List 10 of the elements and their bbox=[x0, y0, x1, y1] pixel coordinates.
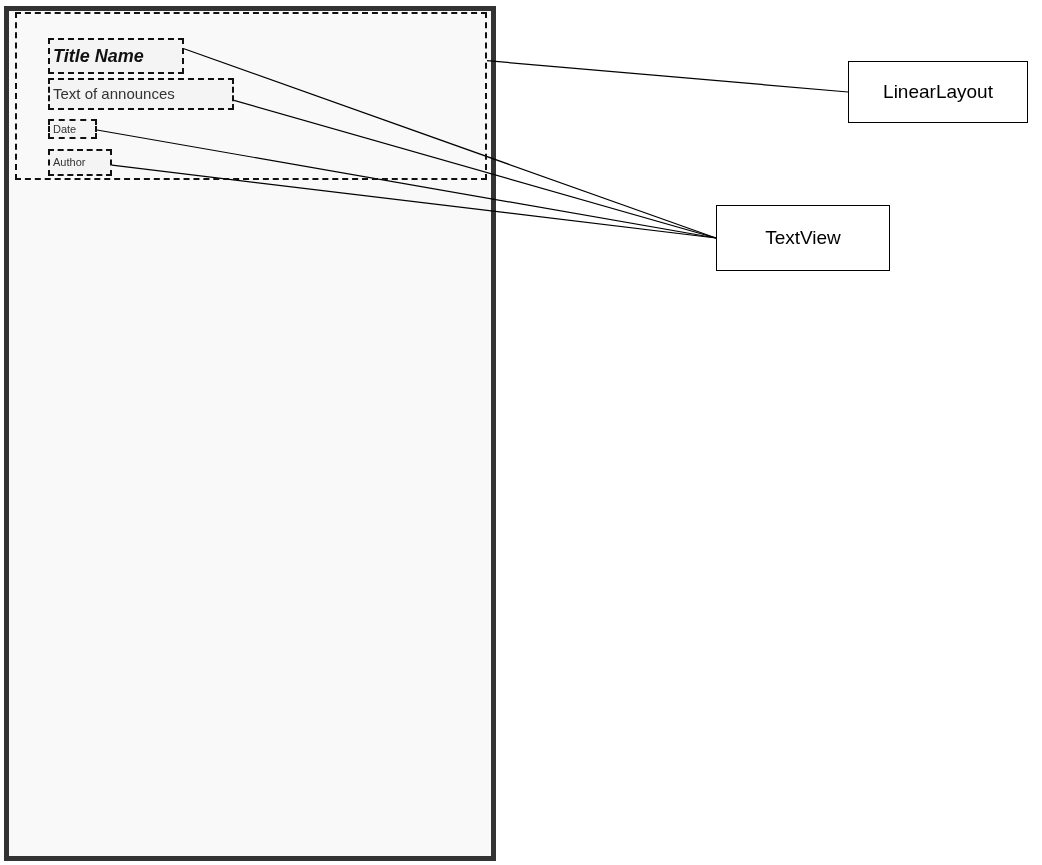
dashed-frame bbox=[15, 12, 487, 180]
dashed-author-label: Author bbox=[48, 149, 112, 176]
leader-line bbox=[111, 164, 717, 239]
dashed-date-label: Date bbox=[48, 119, 97, 139]
callout-label: LinearLayout bbox=[848, 61, 1028, 123]
callout-label: TextView bbox=[716, 205, 890, 271]
dashed-text-label: Text of announces bbox=[48, 78, 234, 110]
leader-line bbox=[183, 48, 717, 239]
dashed-title-label: Title Name bbox=[48, 38, 184, 74]
leader-line bbox=[486, 60, 849, 93]
